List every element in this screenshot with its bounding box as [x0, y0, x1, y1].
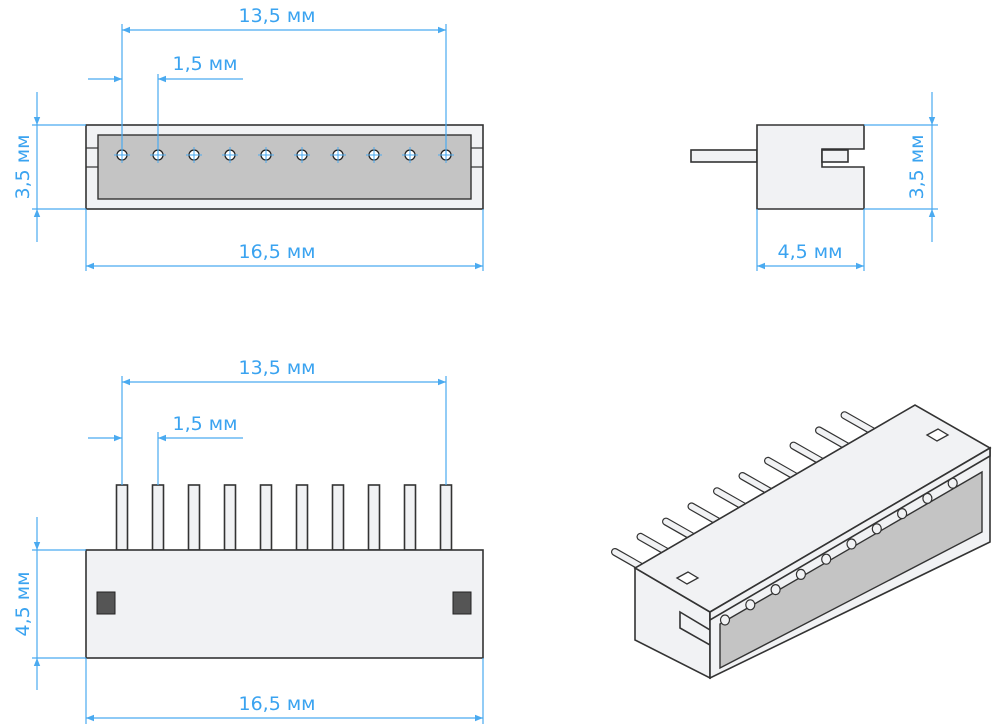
iso-pin-end — [795, 568, 807, 581]
iso-pin — [764, 456, 801, 481]
front-dim-width: 16,5 мм — [238, 693, 315, 715]
iso-pin-end — [896, 507, 908, 520]
pin-hole — [222, 147, 238, 163]
isometric-view — [611, 404, 992, 680]
top-view-cavity — [97, 134, 472, 200]
iso-pin — [815, 426, 852, 451]
iso-pin-end — [846, 538, 857, 550]
front-dim-pitch-total: 13,5 мм — [238, 357, 315, 379]
pin — [223, 484, 237, 551]
pin — [151, 484, 165, 551]
top-dim-width: 16,5 мм — [238, 241, 315, 263]
pin — [115, 484, 129, 551]
side-view-body — [756, 124, 865, 210]
pin-hole — [258, 147, 274, 163]
isometric-pin-ends — [719, 477, 958, 626]
pin — [259, 484, 273, 551]
pin — [403, 484, 417, 551]
front-view-body — [85, 549, 484, 659]
iso-top-lip — [709, 446, 991, 622]
latch-window-left — [96, 591, 116, 615]
front-dim-pitch: 1,5 мм — [173, 413, 238, 435]
pin-hole — [186, 147, 202, 163]
iso-pin-end — [871, 523, 882, 535]
front-dim-height: 4,5 мм — [12, 572, 34, 637]
iso-pin-end — [821, 553, 832, 565]
iso-pin-end — [719, 614, 731, 626]
side-view: 3,5 мм 4,5 мм — [690, 92, 938, 271]
iso-cavity — [719, 470, 983, 670]
pin — [367, 484, 381, 551]
pin-hole — [366, 147, 382, 163]
pin — [187, 484, 201, 551]
top-dim-height: 3,5 мм — [12, 135, 34, 200]
pin — [439, 484, 453, 551]
top-dim-pitch-total: 13,5 мм — [238, 5, 315, 27]
pin-hole — [402, 147, 418, 163]
side-view-inner-pin — [821, 149, 849, 163]
iso-pin — [840, 411, 878, 436]
latch-window-right — [452, 591, 472, 615]
front-view: 13,5 мм 1,5 мм 4,5 мм 16,5 мм — [12, 357, 484, 724]
iso-latch-window-back — [925, 428, 950, 442]
iso-pin-end — [770, 583, 781, 596]
isometric-pins — [611, 411, 878, 572]
pin-hole — [330, 147, 346, 163]
side-dim-height: 3,5 мм — [906, 135, 928, 200]
side-view-pin — [690, 149, 758, 163]
side-dim-depth: 4,5 мм — [778, 241, 843, 263]
iso-latch-window-front — [675, 571, 700, 585]
pin-hole — [294, 147, 310, 163]
pin — [295, 484, 309, 551]
top-dim-pitch: 1,5 мм — [173, 53, 238, 75]
iso-pin — [789, 441, 827, 466]
top-view: 13,5 мм 1,5 мм 3,5 мм 16,5 мм — [12, 5, 484, 271]
iso-pin-end — [745, 599, 756, 611]
pin — [331, 484, 345, 551]
front-view-pins — [115, 484, 453, 551]
